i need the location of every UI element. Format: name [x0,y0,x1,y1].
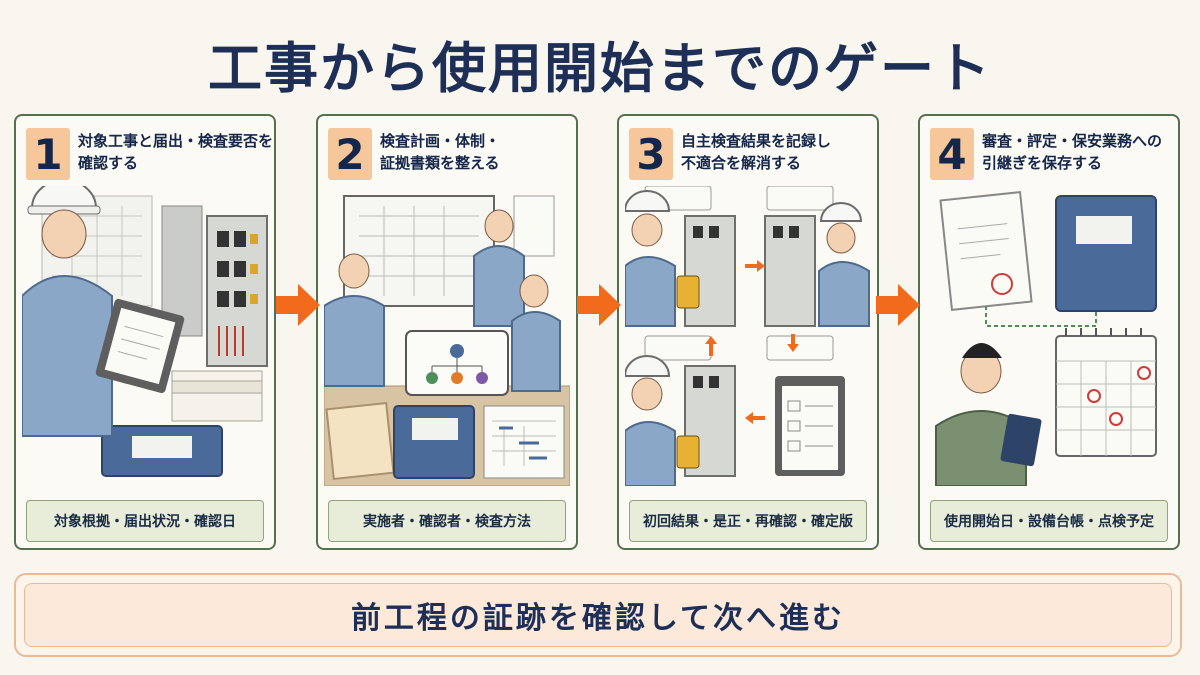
flow-arrow-2-to-3 [577,284,621,326]
summary-banner: 前工程の証跡を確認して次へ進む [14,573,1182,657]
step-panel-3: 3 自主検査結果を記録し 不適合を解消する 初回結果・是正・再確認・確定版 [617,114,879,550]
step-caption-4: 使用開始日・設備台帳・点検予定 [930,500,1168,542]
step-heading-3-line2: 不適合を解消する [681,154,802,172]
summary-banner-text: 前工程の証跡を確認して次へ進む [24,583,1172,647]
step-number-4: 4 [930,128,974,180]
page-title: 工事から使用開始までのゲート [208,37,992,100]
flow-arrow-1-to-2 [276,284,320,326]
illustration-inspection-cycle [625,186,870,486]
illustration-handover-records [935,191,1157,486]
step-number-1: 1 [26,128,70,180]
step-heading-1-line2: 確認する [78,154,139,172]
step-heading-1: 対象工事と届出・検査要否を 確認する [78,130,274,174]
step-heading-3-line1: 自主検査結果を記録し [681,132,832,150]
step-number-2: 2 [328,128,372,180]
step-heading-1-line1: 対象工事と届出・検査要否を [78,132,274,150]
step-number-3: 3 [629,128,673,180]
illustration-planning-meeting [324,195,570,486]
step-panel-1: 1 対象工事と届出・検査要否を 確認する 対象根拠・届出状況・確認日 [14,114,276,550]
step-caption-2: 実施者・確認者・検査方法 [328,500,566,542]
step-caption-3: 初回結果・是正・再確認・確定版 [629,500,867,542]
flow-arrow-3-to-4 [876,284,920,326]
step-caption-1: 対象根拠・届出状況・確認日 [26,500,264,542]
step-panel-4: 4 審査・評定・保安業務への 引継ぎを保存する 使用開始日・設備台帳・点検予定 [918,114,1180,550]
step-heading-2-line2: 証拠書類を整える [380,154,500,172]
step-heading-4-line2: 引継ぎを保存する [982,154,1103,172]
step-heading-4-line1: 審査・評定・保安業務への [982,132,1163,150]
step-panel-2: 2 検査計画・体制・ 証拠書類を整える 実施者・確認者・検査方法 [316,114,578,550]
step-heading-3: 自主検査結果を記録し 不適合を解消する [681,130,873,174]
illustration-worker-at-panel [22,186,268,477]
step-heading-4: 審査・評定・保安業務への 引継ぎを保存する [982,130,1174,174]
step-heading-2-line1: 検査計画・体制・ [380,132,501,150]
step-heading-2: 検査計画・体制・ 証拠書類を整える [380,130,572,174]
